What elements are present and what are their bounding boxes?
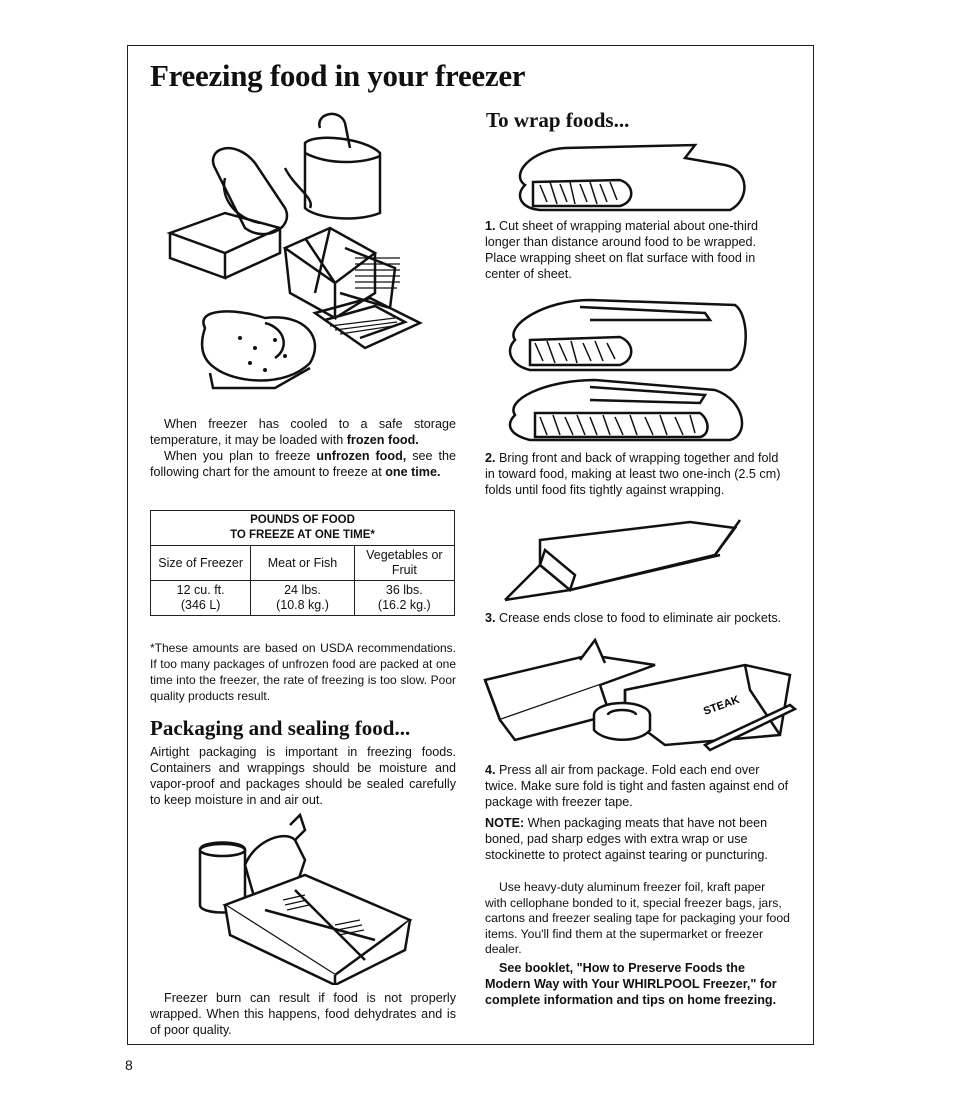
materials-paragraph: Use heavy-duty aluminum freezer foil, kr… <box>485 880 790 956</box>
freeze-amount-table: POUNDS OF FOOD TO FREEZE AT ONE TIME* Si… <box>149 510 456 616</box>
step2-illustration <box>508 298 747 442</box>
step-1: 1. Cut sheet of wrapping material about … <box>485 219 759 281</box>
step-2: 2. Bring front and back of wrapping toge… <box>485 451 781 497</box>
table-footnote: *These amounts are based on USDA recomme… <box>150 641 456 703</box>
step4-illustration: STEAK <box>483 637 798 752</box>
packaging-illustration <box>198 812 413 985</box>
booklet-note: See booklet, "How to Preserve Foods the … <box>485 961 777 1007</box>
intro-paragraph-2: When you plan to freeze unfrozen food, s… <box>150 449 457 479</box>
col-header-meat: Meat or Fish <box>250 545 355 581</box>
freezer-burn-paragraph: Freezer burn can result if food is not p… <box>150 991 456 1037</box>
cell-meat-value: 24 lbs.(10.8 kg.) <box>250 580 355 616</box>
note-paragraph: NOTE: When packaging meats that have not… <box>485 816 768 862</box>
step-4: 4. Press all air from package. Fold each… <box>485 763 789 809</box>
packaging-heading: Packaging and sealing food... <box>150 716 411 740</box>
page-border <box>127 45 814 1045</box>
step-3: 3. Crease ends close to food to eliminat… <box>485 611 782 625</box>
intro-paragraph-1: When freezer has cooled to a safe storag… <box>150 417 456 447</box>
page-number: 8 <box>125 1057 133 1073</box>
packaging-paragraph: Airtight packaging is important in freez… <box>150 745 456 807</box>
frozen-foods-illustration <box>166 112 423 390</box>
step3-illustration <box>504 519 742 602</box>
cell-vegetables-value: 36 lbs.(16.2 kg.) <box>353 580 456 616</box>
wrap-heading: To wrap foods... <box>486 108 630 132</box>
col-header-size: Size of Freezer <box>149 545 252 581</box>
page-title: Freezing food in your freezer <box>150 58 526 93</box>
col-header-vegetables: Vegetables or Fruit <box>353 545 456 581</box>
cell-size-value: 12 cu. ft.(346 L) <box>149 580 252 616</box>
step1-illustration <box>518 143 746 212</box>
table-heading: POUNDS OF FOOD TO FREEZE AT ONE TIME* <box>150 510 455 546</box>
